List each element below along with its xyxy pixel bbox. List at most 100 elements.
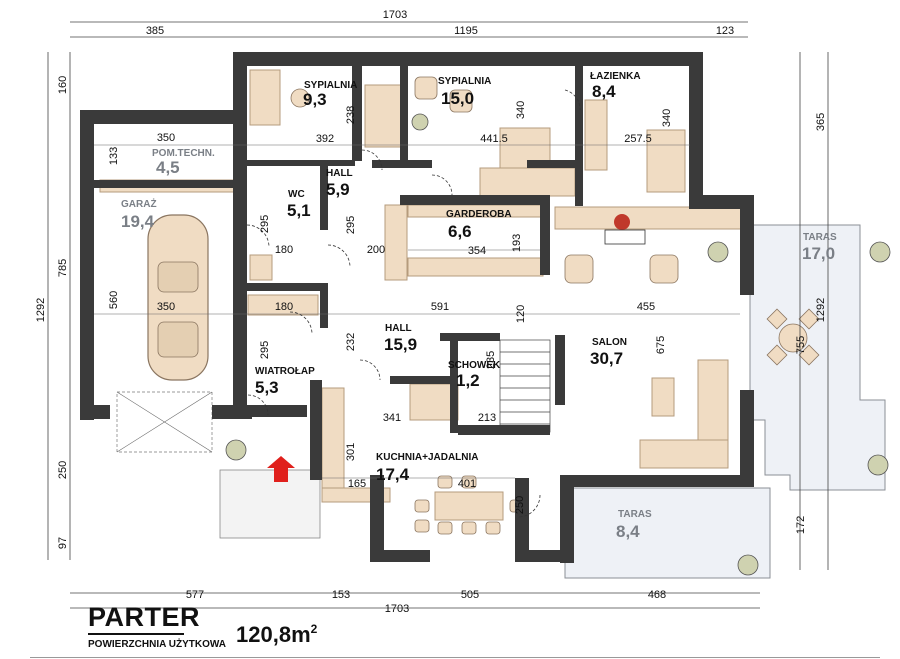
- dim-392: 392: [316, 133, 334, 145]
- dim-340a: 340: [515, 101, 527, 119]
- wc-cabinet: [249, 254, 273, 281]
- bed-double: [479, 167, 576, 197]
- room-hall-2-name: HALL: [385, 323, 412, 334]
- garderoba-shelf-bottom: [407, 257, 544, 277]
- walls: [80, 52, 754, 563]
- entry-steps: [219, 469, 321, 539]
- total-area: 120,8m2: [236, 622, 317, 648]
- garderoba-shelf-left: [384, 204, 408, 281]
- hall-bench: [247, 294, 319, 316]
- fireplace-wall: [554, 206, 748, 230]
- dim-341: 341: [383, 412, 401, 424]
- bed-single: [364, 84, 404, 148]
- total-area-sup: 2: [310, 622, 318, 636]
- room-lazienka-name: ŁAZIENKA: [590, 71, 641, 82]
- total-area-value: 120,8: [236, 622, 292, 647]
- dim-455: 455: [637, 301, 655, 313]
- car-icon: [147, 214, 209, 381]
- room-taras-2-name: TARAS: [618, 509, 652, 520]
- dimension-lines: [47, 21, 829, 609]
- room-sypialnia-2-area: 15,0: [441, 89, 474, 108]
- garage-driveway: [116, 391, 213, 453]
- entry-arrow-icon: [267, 456, 295, 482]
- total-area-unit: m: [291, 622, 311, 647]
- dim-354: 354: [468, 245, 486, 257]
- room-wc-area: 5,1: [287, 201, 311, 220]
- room-salon-area: 30,7: [590, 349, 623, 368]
- sofa-corner-h: [639, 439, 729, 469]
- dim-bottom-d: 468: [648, 589, 666, 601]
- coffee-table: [651, 377, 675, 417]
- room-garaz-area: 19,4: [121, 212, 155, 231]
- dim-bottom-a: 577: [186, 589, 204, 601]
- desk-bedroom1: [249, 69, 281, 126]
- dim-left-c: 250: [57, 461, 69, 479]
- dim-left-total: 1292: [35, 298, 47, 322]
- room-sypialnia-1-name: SYPIALNIA: [304, 80, 357, 91]
- dim-213: 213: [478, 412, 496, 424]
- dim-left-a: 160: [57, 76, 69, 94]
- room-lazienka-area: 8,4: [592, 82, 616, 101]
- dim-left-d: 97: [57, 537, 69, 549]
- room-sypialnia-1-area: 9,3: [303, 90, 327, 109]
- room-hall-2-area: 15,9: [384, 335, 417, 354]
- fireplace-icon: [604, 214, 646, 245]
- room-wiatrolap-name: WIATROŁAP: [255, 366, 315, 377]
- dim-180b: 180: [275, 301, 293, 313]
- dim-120: 120: [515, 305, 527, 323]
- dim-top-total: 1703: [383, 9, 407, 21]
- kitchen-counter: [321, 387, 345, 499]
- dim-350b: 350: [157, 301, 175, 313]
- dim-200: 200: [367, 244, 385, 256]
- room-schowek-name: SCHOWEK: [448, 360, 501, 371]
- door-swings: [246, 89, 581, 518]
- dim-591: 591: [431, 301, 449, 313]
- dim-left-b: 785: [57, 259, 69, 277]
- dim-right-c: 755: [795, 336, 807, 354]
- room-hall-1-area: 5,9: [326, 180, 350, 199]
- room-garderoba-area: 6,6: [448, 222, 472, 241]
- dim-top-c: 123: [716, 25, 734, 37]
- room-schowek-area: 1,2: [456, 371, 480, 390]
- dim-232: 232: [345, 333, 357, 351]
- dim-295a: 295: [259, 215, 271, 233]
- room-pom-techn-name: POM.TECHN.: [152, 148, 215, 159]
- bathtub: [646, 129, 686, 193]
- dim-250: 250: [514, 496, 526, 514]
- dim-295c: 295: [259, 341, 271, 359]
- dim-right-a: 365: [815, 113, 827, 131]
- dim-right-d: 172: [795, 516, 807, 534]
- dim-top-a: 385: [146, 25, 164, 37]
- plan-title: PARTER: [88, 602, 201, 632]
- room-taras-2-area: 8,4: [616, 522, 640, 541]
- dim-401: 401: [458, 478, 476, 490]
- dim-295b: 295: [345, 216, 357, 234]
- dim-top-b: 1195: [454, 25, 478, 37]
- room-garaz-name: GARAŻ: [121, 197, 157, 210]
- room-taras-1-area: 17,0: [802, 244, 835, 263]
- room-sypialnia-2-name: SYPIALNIA: [438, 76, 491, 87]
- armchair-icons: [290, 76, 679, 535]
- dim-257-5: 257.5: [624, 133, 652, 145]
- dim-bottom-total: 1703: [385, 603, 409, 615]
- dining-table: [434, 491, 504, 521]
- dim-133: 133: [108, 147, 120, 165]
- room-pom-techn-area: 4,5: [156, 158, 180, 177]
- dim-238: 238: [345, 106, 357, 124]
- dim-301: 301: [345, 443, 357, 461]
- room-wiatrolap-area: 5,3: [255, 378, 279, 397]
- dim-180a: 180: [275, 244, 293, 256]
- dim-bottom-b: 153: [332, 589, 350, 601]
- dim-165: 165: [348, 478, 366, 490]
- plan-subtitle: POWIERZCHNIA UŻYTKOWA: [88, 639, 226, 650]
- dim-193: 193: [511, 234, 523, 252]
- dim-675: 675: [655, 336, 667, 354]
- plant-icons: [225, 113, 891, 576]
- room-hall-1-name: HALL: [326, 168, 353, 179]
- room-kuchnia-name: KUCHNIA+JADALNIA: [376, 452, 479, 463]
- dim-350a: 350: [157, 132, 175, 144]
- terrace-east: [749, 224, 886, 491]
- room-taras-1-name: TARAS: [803, 232, 837, 243]
- title-underline: [88, 633, 184, 635]
